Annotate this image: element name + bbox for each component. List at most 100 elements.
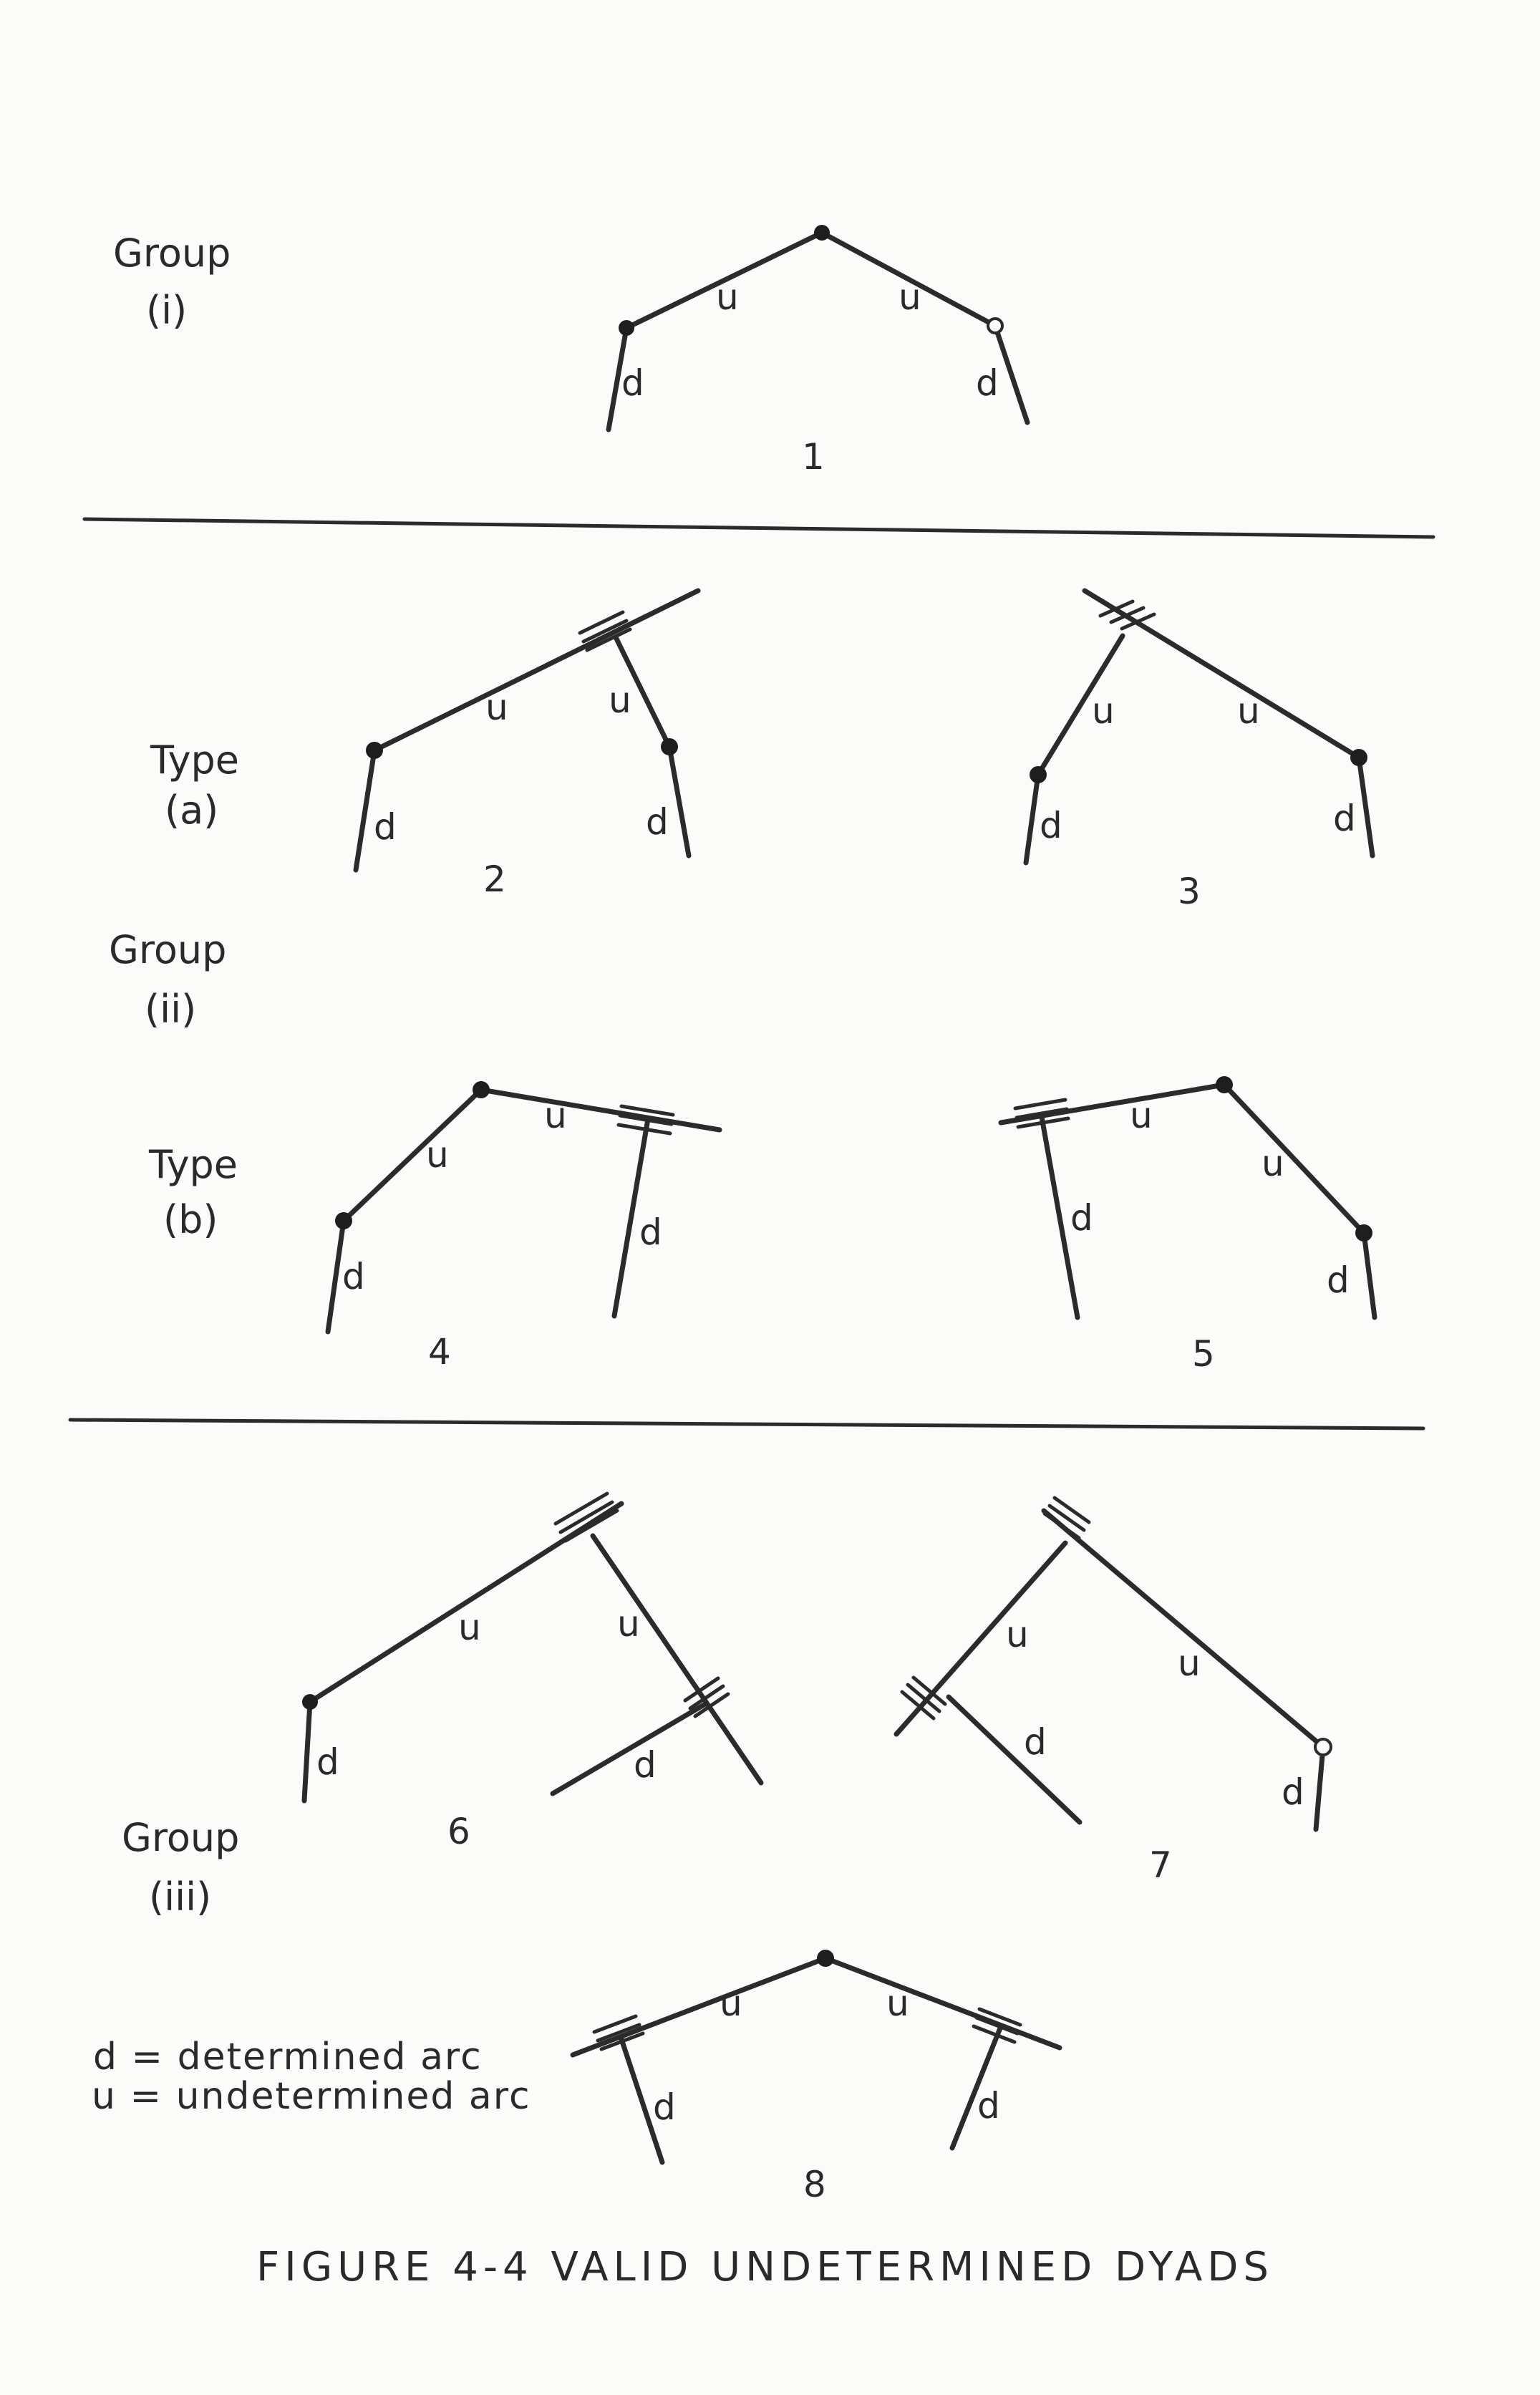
- dyad-number: 8: [803, 2164, 826, 2205]
- dyad-5: u u d d 5: [998, 1076, 1377, 1375]
- arc-label-u: u: [1237, 690, 1260, 732]
- arc-label-d: d: [977, 2085, 1000, 2127]
- slider-mark: [688, 1684, 725, 1711]
- arc-d: [1313, 1744, 1326, 1832]
- slider-mark: [581, 619, 629, 644]
- dyad-6: u u d d 6: [301, 1491, 764, 1852]
- group-i-roman: (i): [146, 288, 187, 333]
- type-b-label: Type: [148, 1142, 238, 1187]
- slider-mark: [1042, 1511, 1081, 1540]
- arc-label-d: d: [621, 362, 644, 404]
- arc-label-d: d: [1024, 1721, 1047, 1763]
- arc-label-u: u: [886, 1983, 909, 2024]
- group-ii-roman: (ii): [145, 987, 196, 1032]
- slider-mark: [558, 1500, 614, 1534]
- arc-label-d: d: [976, 362, 999, 404]
- group-iii-roman: (iii): [149, 1874, 211, 1920]
- arc-d: [611, 1116, 651, 1319]
- arc-d: [946, 1694, 1083, 1825]
- slider-mark: [585, 627, 632, 652]
- joint: [473, 1081, 490, 1098]
- dyad-7: u u d d 7: [894, 1496, 1332, 1886]
- slider-mark: [599, 2031, 645, 2051]
- arc-label-d: d: [1327, 1259, 1350, 1301]
- slider-mark: [977, 2007, 1022, 2027]
- dyad-number: 4: [428, 1331, 451, 1373]
- arc-label-u: u: [899, 276, 921, 318]
- arc-u: [819, 230, 998, 329]
- arc-d: [1039, 1114, 1080, 1320]
- arc-u: [998, 1082, 1227, 1126]
- dyad-number: 1: [802, 436, 825, 478]
- arc-d: [606, 325, 629, 432]
- arc-label-d: d: [1070, 1197, 1093, 1239]
- dyad-8: u u d d 8: [570, 1950, 1062, 2205]
- arc-d: [618, 2034, 665, 2165]
- arc-d: [1356, 755, 1375, 858]
- arc-u: [613, 634, 672, 750]
- separator-line: [68, 1418, 1425, 1431]
- arc-label-u: u: [1092, 690, 1115, 732]
- slider-mark: [1016, 1116, 1070, 1129]
- arc-d: [992, 323, 1030, 425]
- arc-u: [1041, 1508, 1326, 1750]
- arc-label-u: u: [617, 1603, 640, 1645]
- slider-mark: [553, 1491, 609, 1526]
- arc-label-d: d: [1040, 805, 1062, 846]
- arc-label-u: u: [426, 1134, 449, 1176]
- joint: [366, 742, 383, 759]
- arc-label-u: u: [720, 1983, 742, 2024]
- arc-u: [590, 1533, 764, 1786]
- arc-label-u: u: [1130, 1095, 1153, 1136]
- arc-label-d: d: [1282, 1771, 1304, 1813]
- joint: [302, 1694, 318, 1710]
- arc-u: [307, 1501, 624, 1705]
- slider-mark: [1052, 1496, 1091, 1524]
- arc-label-u: u: [609, 679, 631, 721]
- joint-open: [1314, 1738, 1332, 1756]
- arc-label-d: d: [639, 1211, 662, 1253]
- dyad-number: 2: [483, 858, 506, 900]
- slider-mark: [563, 1509, 619, 1543]
- arc-d: [325, 1218, 347, 1335]
- arc-label-d: d: [374, 806, 397, 848]
- arc-d: [1023, 772, 1041, 866]
- slider-mark: [1120, 612, 1156, 631]
- arc-u: [624, 230, 825, 331]
- arc-d: [550, 1701, 708, 1796]
- arc-d: [301, 1699, 313, 1804]
- arc-u: [341, 1087, 484, 1224]
- type-a-letter: (a): [165, 788, 218, 833]
- joint: [1216, 1076, 1233, 1093]
- dyad-1: u u d d 1: [606, 225, 1030, 478]
- joint: [817, 1950, 834, 1967]
- dyad-number: 5: [1192, 1333, 1215, 1375]
- slider-mark: [619, 1104, 675, 1117]
- arc-label-u: u: [1261, 1143, 1284, 1184]
- arc-label-d: d: [653, 2086, 676, 2128]
- slider-mark: [1109, 606, 1146, 624]
- slider-mark: [618, 1113, 674, 1126]
- arc-label-d: d: [316, 1741, 339, 1783]
- slider-mark: [1014, 1107, 1069, 1120]
- joint: [1350, 749, 1367, 766]
- group-ii-label: Group: [109, 927, 226, 972]
- slider-mark: [693, 1692, 730, 1718]
- joint: [335, 1212, 352, 1229]
- slider-mark: [900, 1690, 936, 1721]
- slider-mark: [972, 2024, 1017, 2044]
- arc-u: [1035, 633, 1125, 778]
- slider-mark: [683, 1676, 720, 1703]
- arc-label-u: u: [485, 687, 508, 728]
- arc-label-u: u: [1006, 1614, 1029, 1655]
- group-iii-label: Group: [122, 1815, 239, 1860]
- arc-d: [1361, 1230, 1377, 1320]
- joint: [814, 225, 830, 241]
- arc-label-u: u: [1178, 1642, 1201, 1684]
- group-i-label: Group: [113, 231, 231, 276]
- slider-mark: [1047, 1504, 1086, 1532]
- arc-d: [667, 744, 692, 858]
- joint: [619, 320, 634, 336]
- separator-line: [82, 517, 1435, 539]
